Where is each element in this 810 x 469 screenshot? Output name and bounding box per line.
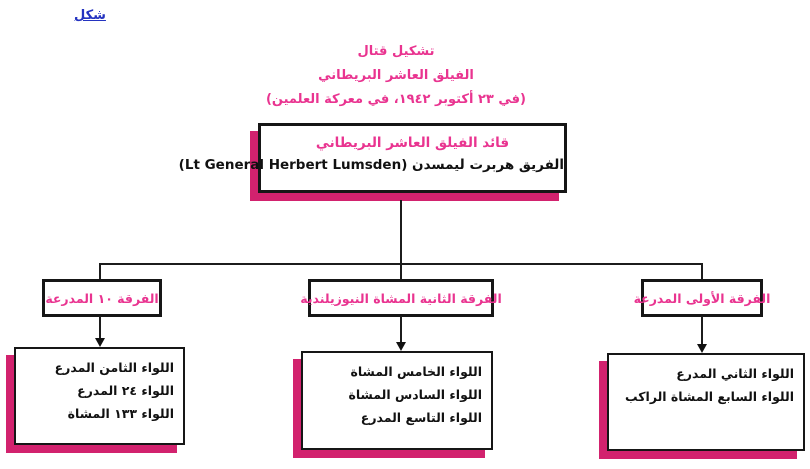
connector-right-drop — [701, 263, 703, 279]
division-label: الفرقة الأولى المدرعة — [633, 290, 771, 306]
brigade-item: اللواء ١٣٣ المشاة — [67, 406, 174, 421]
connector-left-drop — [99, 263, 101, 279]
connector-root-vertical — [400, 200, 402, 264]
commander-title: قائد الفيلق العاشر البريطاني — [315, 135, 510, 151]
division-label: الفرقة الثانية المشاة النيوزيلندية — [300, 290, 502, 306]
brigade-list: اللواء الثامن المدرع اللواء ٢٤ المدرع ال… — [16, 349, 183, 425]
brigade-item: اللواء السادس المشاة — [348, 387, 482, 402]
connector-middle-drop — [400, 263, 402, 279]
heading-line-2: الفيلق العاشر البريطاني — [318, 68, 474, 83]
commander-name: الفريق هربرت ليمسدن (Lt General Herbert … — [178, 157, 564, 173]
brigade-item: اللواء الثامن المدرع — [54, 360, 174, 375]
brigade-list: اللواء الخامس المشاة اللواء السادس المشا… — [303, 353, 491, 429]
brigade-item: اللواء التاسع المدرع — [360, 410, 482, 425]
division-box-10th-armoured: الفرقة ١٠ المدرعة — [42, 279, 162, 317]
division-label: الفرقة ١٠ المدرعة — [45, 290, 159, 306]
arrow-right-line — [701, 316, 703, 346]
brigade-item: اللواء السابع المشاة الراكب — [625, 389, 794, 404]
diagram-heading: تشكيل قتال الفيلق العاشر البريطاني (في ٢… — [196, 44, 596, 116]
arrow-left-line — [99, 316, 101, 340]
brigade-list-box-1st-armoured: اللواء الثاني المدرع اللواء السابع المشا… — [607, 353, 805, 451]
heading-line-3: (في ٢٣ أكتوبر ١٩٤٢، في معركة العلمين) — [265, 92, 526, 107]
division-box-1st-armoured: الفرقة الأولى المدرعة — [634, 279, 770, 317]
heading-line-1: تشكيل قتال — [357, 44, 435, 59]
brigade-item: اللواء الثاني المدرع — [676, 366, 794, 381]
commander-box: قائد الفيلق العاشر البريطاني الفريق هربر… — [178, 123, 567, 193]
brigade-list-box-10th-armoured: اللواء الثامن المدرع اللواء ٢٤ المدرع ال… — [14, 347, 185, 445]
brigade-list: اللواء الثاني المدرع اللواء السابع المشا… — [609, 355, 803, 408]
brigade-list-box-2nd-nz-infantry: اللواء الخامس المشاة اللواء السادس المشا… — [301, 351, 493, 450]
arrow-down-icon — [95, 338, 105, 347]
arrow-middle-line — [400, 316, 402, 344]
brigade-item: اللواء الخامس المشاة — [350, 364, 482, 379]
figure-link[interactable]: شكل — [74, 8, 106, 23]
brigade-item: اللواء ٢٤ المدرع — [77, 383, 174, 398]
arrow-down-icon — [697, 344, 707, 353]
arrow-down-icon — [396, 342, 406, 351]
division-box-2nd-nz-infantry: الفرقة الثانية المشاة النيوزيلندية — [300, 279, 502, 317]
